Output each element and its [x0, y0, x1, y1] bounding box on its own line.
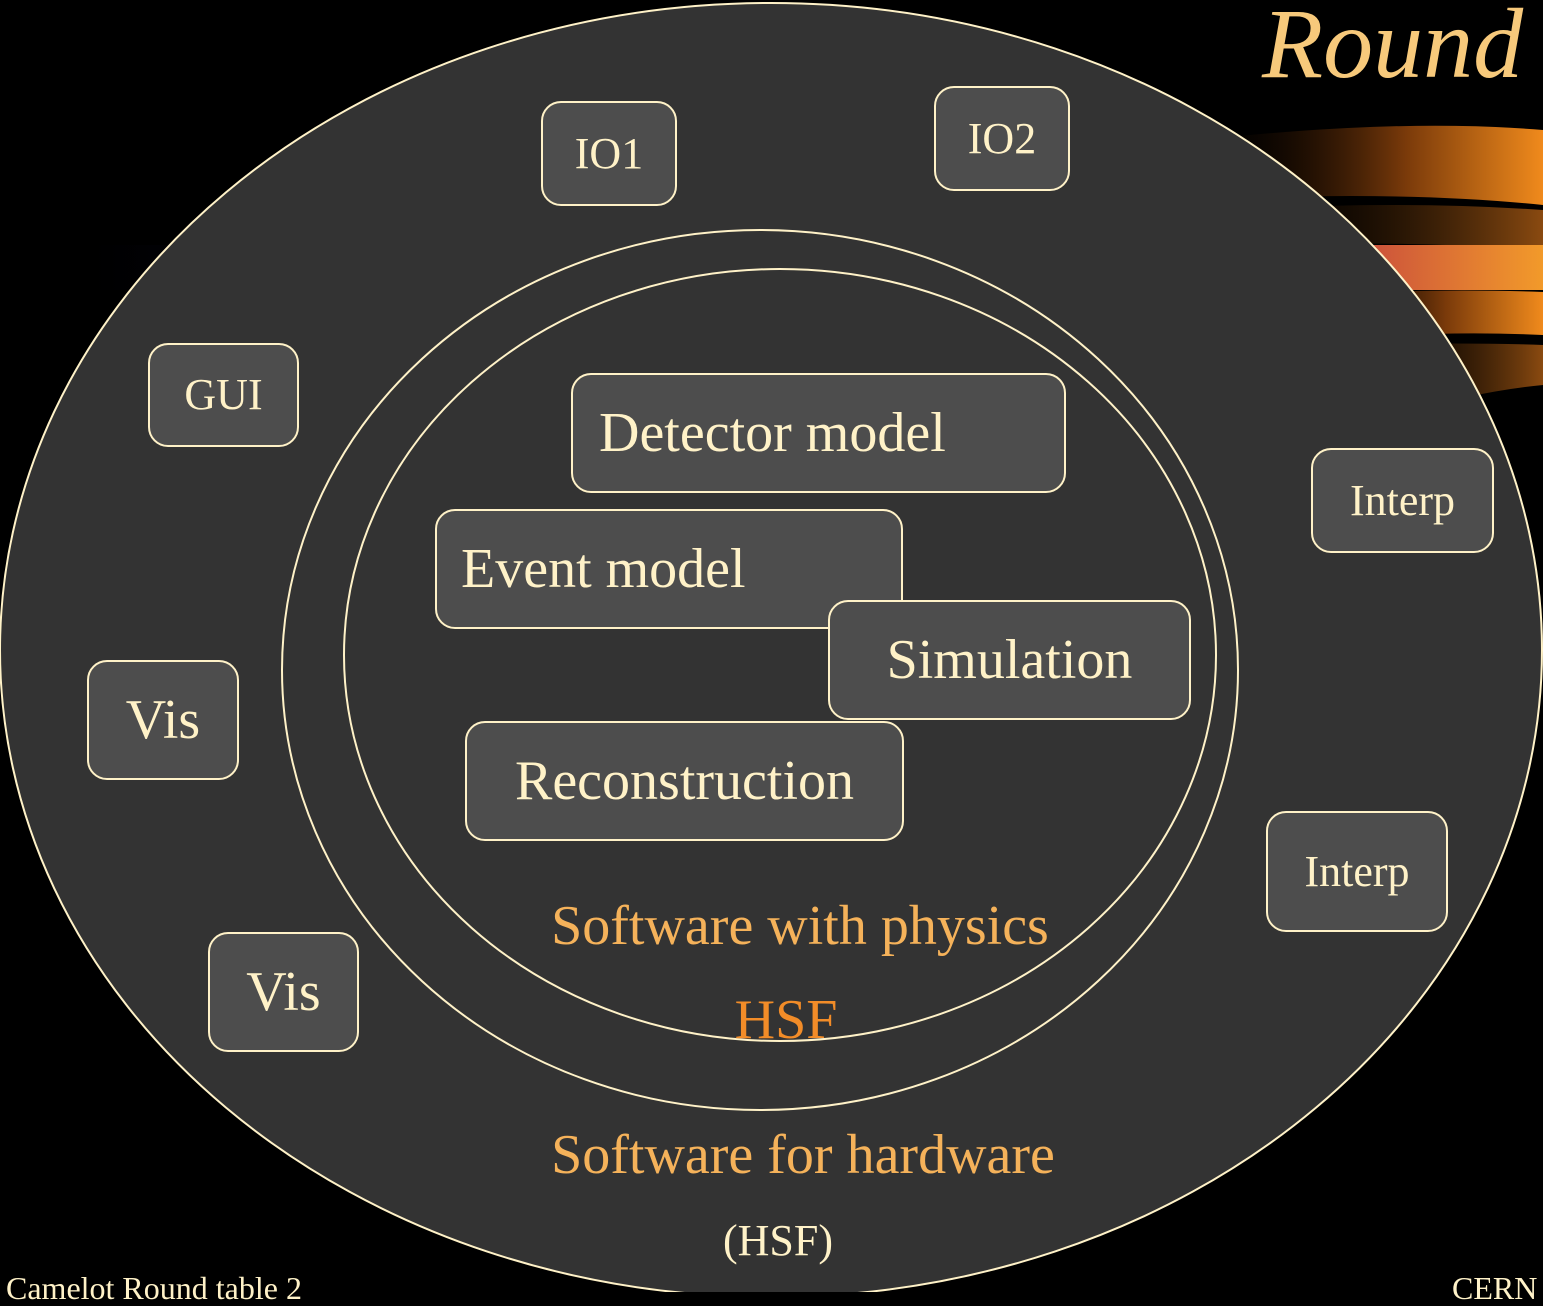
component-simulation: Simulation [828, 600, 1191, 720]
component-event-model: Event model [435, 509, 903, 629]
component-reconstruction: Reconstruction [465, 721, 904, 841]
component-interp-upper: Interp [1311, 448, 1494, 553]
footer-right: CERN [1452, 1270, 1538, 1306]
footer-left: Camelot Round table 2 [6, 1270, 302, 1306]
component-label: Interp [1304, 846, 1410, 896]
middle-ring [281, 229, 1239, 1111]
component-vis-left: Vis [87, 660, 239, 780]
component-vis-bottom: Vis [208, 932, 359, 1052]
component-io2: IO2 [934, 86, 1070, 191]
component-label: IO2 [967, 113, 1037, 163]
inner-ring [343, 268, 1217, 1042]
outer-ring-sublabel: (HSF) [722, 1216, 834, 1265]
component-label: Interp [1349, 475, 1456, 525]
component-detector-model: Detector model [571, 373, 1066, 493]
component-label: Vis [125, 689, 201, 751]
inner-ring-label: Software with physics [551, 895, 1049, 957]
inner-ring-sublabel: HSF [734, 989, 838, 1051]
component-label: Vis [246, 961, 321, 1023]
component-label: GUI [184, 370, 263, 419]
slide-title: Round [1262, 0, 1524, 99]
component-label: Reconstruction [514, 750, 855, 812]
component-gui: GUI [148, 343, 299, 447]
component-label: Detector model [599, 402, 946, 464]
outer-ring-label: Software for hardware [551, 1124, 1055, 1186]
component-label: Event model [461, 538, 746, 600]
component-io1: IO1 [541, 101, 677, 206]
component-label: IO1 [574, 128, 644, 178]
component-interp-lower: Interp [1266, 811, 1448, 932]
component-label: Simulation [886, 629, 1133, 691]
